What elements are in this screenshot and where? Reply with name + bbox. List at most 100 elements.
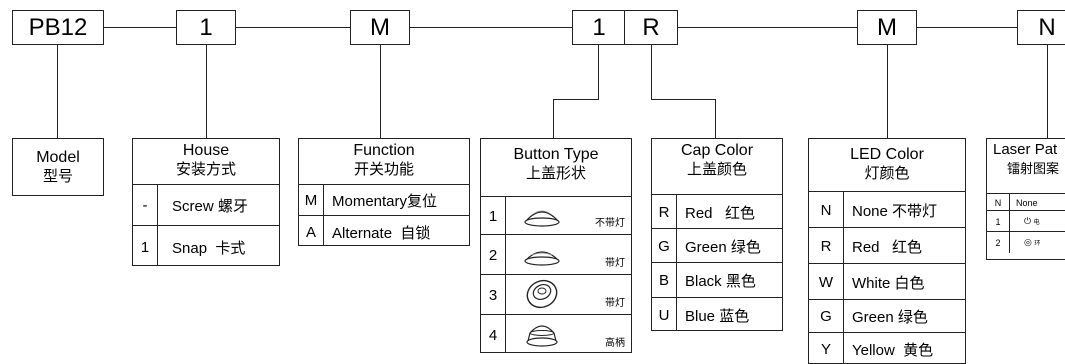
button-type-box: Button Type 上盖形状 1 不带灯 2 带灯 3 带灯 4 高柄: [480, 138, 632, 353]
led-label-cn: 黄色: [903, 341, 933, 359]
cap-key: U: [652, 298, 677, 331]
house-title: House: [133, 139, 279, 160]
led-row: Y Yellow 黄色: [809, 332, 965, 364]
code-house: 1: [176, 10, 236, 45]
cap-row: U Blue 蓝色: [652, 297, 782, 331]
button-key: 4: [481, 315, 506, 353]
led-label: White: [852, 275, 890, 292]
code-cap-text: R: [642, 14, 659, 42]
model-box: Model 型号: [12, 138, 104, 196]
power-icon: ⏻: [1024, 216, 1031, 226]
connector-line: [206, 45, 207, 138]
laser-label: 电: [1034, 220, 1040, 226]
code-led: M: [857, 10, 917, 45]
house-row: - Screw 螺牙: [133, 184, 279, 226]
tall-button-icon: [520, 319, 564, 349]
led-key: G: [809, 300, 844, 333]
cap-label-cn: 红色: [725, 204, 755, 222]
button-key: 1: [481, 197, 506, 235]
led-label: None: [852, 203, 888, 220]
code-laser-text: N: [1038, 14, 1055, 42]
cap-row: R Red 红色: [652, 194, 782, 229]
button-note: 带灯: [605, 294, 625, 309]
code-led-text: M: [877, 14, 897, 42]
laser-title: Laser Pat: [987, 139, 1065, 158]
house-label: Snap: [172, 240, 207, 257]
laser-title-cn: 镭射图案: [987, 158, 1065, 177]
code-laser: N: [1017, 10, 1065, 45]
function-box: Function 开关功能 M Momentary复位 A Alternate …: [298, 138, 470, 246]
laser-key: 2: [987, 232, 1010, 253]
button-key: 3: [481, 275, 506, 315]
button-row: 3 带灯: [481, 274, 631, 315]
led-label-cn: 白色: [895, 274, 925, 292]
house-label-cn: 卡式: [215, 239, 245, 257]
model-title-cn: 型号: [43, 167, 73, 185]
led-title: LED Color: [809, 139, 965, 164]
cap-title-cn: 上盖颜色: [687, 160, 747, 178]
connector-line: [380, 45, 381, 138]
function-label: Momentary: [332, 193, 407, 210]
code-cap: R: [624, 10, 678, 45]
house-title-cn: 安装方式: [176, 160, 236, 178]
led-label: Red: [852, 239, 880, 256]
connector-line: [104, 27, 176, 28]
led-key: W: [809, 264, 844, 300]
led-title-cn: 灯颜色: [864, 164, 909, 182]
connector-line: [410, 27, 572, 28]
connector-line: [887, 45, 888, 138]
lit-dome-button-icon: [520, 240, 564, 268]
button-row: 4 高柄: [481, 314, 631, 353]
led-key: R: [809, 228, 844, 264]
connector-line: [651, 45, 652, 99]
cap-title: Cap Color: [652, 139, 782, 160]
function-title-cn: 开关功能: [354, 160, 414, 178]
led-label-cn: 不带灯: [892, 202, 937, 220]
led-label: Green: [852, 309, 894, 326]
led-label: Yellow: [852, 342, 895, 359]
connector-line: [553, 99, 554, 138]
connector-line: [236, 27, 350, 28]
connector-line: [598, 45, 599, 99]
function-label-cn: 复位: [407, 192, 437, 210]
led-color-box: LED Color 灯颜色 N None 不带灯 R Red 红色 W Whit…: [808, 138, 966, 364]
function-key: M: [299, 185, 324, 216]
cap-label-cn: 绿色: [731, 238, 761, 256]
led-row: R Red 红色: [809, 227, 965, 264]
laser-row: 2 ◎ 环: [987, 231, 1065, 253]
model-title: Model: [13, 148, 103, 167]
code-house-text: 1: [199, 14, 212, 42]
connector-line: [715, 99, 716, 138]
button-row: 1 不带灯: [481, 196, 631, 235]
connector-line: [651, 99, 715, 100]
button-note: 带灯: [605, 254, 625, 269]
ring-button-icon: [520, 277, 564, 311]
led-row: W White 白色: [809, 263, 965, 300]
led-key: N: [809, 192, 844, 228]
laser-key: N: [987, 194, 1010, 211]
cap-key: R: [652, 195, 677, 229]
code-button: 1: [572, 10, 626, 45]
button-row: 2 带灯: [481, 234, 631, 275]
laser-row: N None: [987, 193, 1065, 211]
laser-pattern-box: Laser Pat 镭射图案 N None 1 ⏻ 电 2 ◎ 环: [986, 138, 1065, 260]
code-button-text: 1: [592, 14, 605, 42]
house-key: 1: [133, 226, 158, 266]
code-function: M: [350, 10, 410, 45]
dome-button-icon: [520, 201, 564, 229]
function-key: A: [299, 216, 324, 246]
cap-label-cn: 黑色: [726, 272, 756, 290]
code-model: PB12: [12, 10, 104, 45]
laser-key: 1: [987, 211, 1010, 232]
ring-icon: ◎: [1024, 237, 1032, 247]
led-label-cn: 绿色: [898, 308, 928, 326]
cap-label: Blue: [685, 308, 715, 325]
button-title: Button Type: [481, 139, 631, 164]
house-key: -: [133, 185, 158, 226]
cap-row: B Black 黑色: [652, 262, 782, 298]
laser-label: None: [1010, 198, 1065, 208]
connector-line: [553, 99, 599, 100]
house-row: 1 Snap 卡式: [133, 225, 279, 266]
cap-color-box: Cap Color 上盖颜色 R Red 红色 G Green 绿色 B Bla…: [651, 138, 783, 331]
house-label: Screw: [172, 198, 214, 215]
